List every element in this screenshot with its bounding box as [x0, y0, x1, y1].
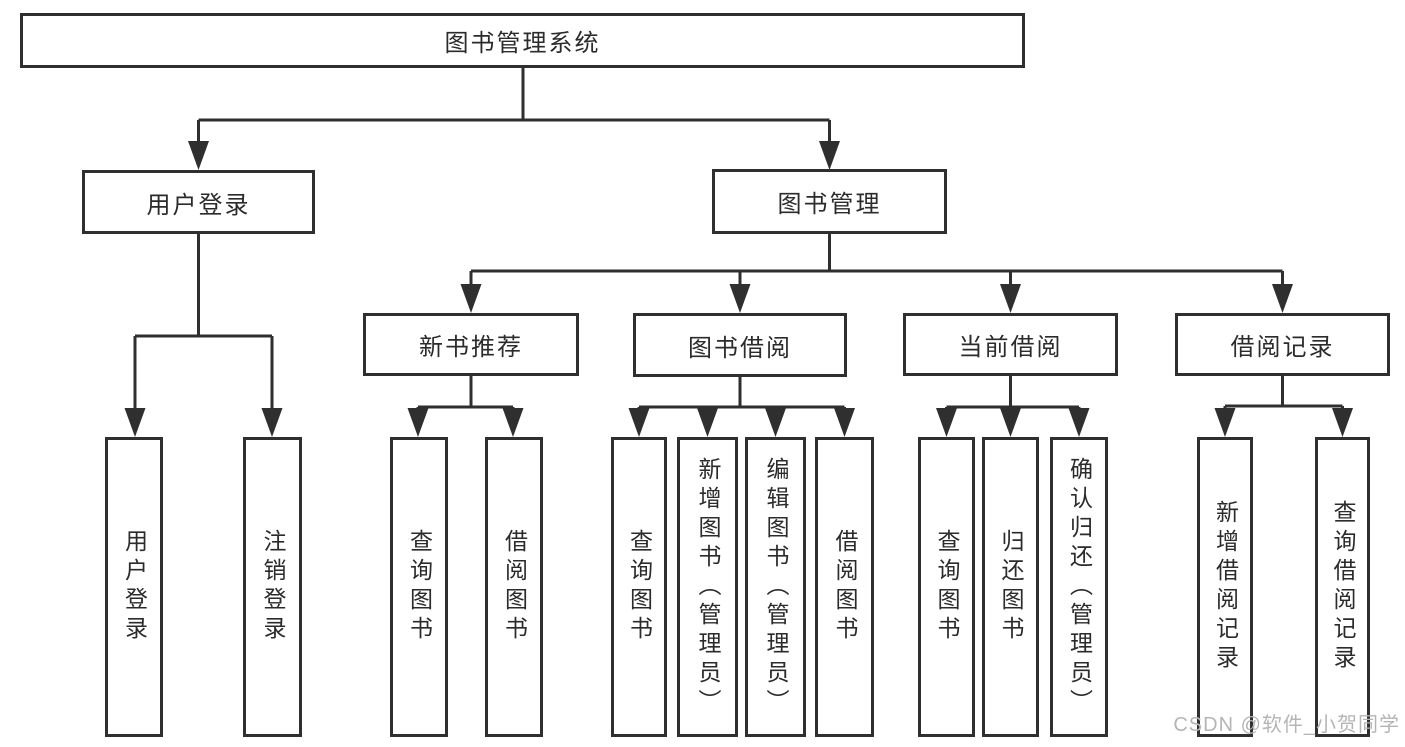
leaf-user-login: 用户登录: [105, 437, 163, 737]
node-user-login: 用户登录: [82, 170, 315, 234]
leaf-label: 新增图书（管理员）: [695, 456, 721, 718]
leaf-borrowing-borrow-books: 借阅图书: [815, 437, 874, 737]
node-borrowing-records: 借阅记录: [1175, 313, 1390, 376]
leaf-add-books-admin: 新增图书（管理员）: [677, 437, 738, 737]
arrowhead: [1272, 284, 1293, 313]
arrowhead: [1332, 408, 1353, 437]
leaf-borrowing-query-books: 查询图书: [611, 437, 667, 737]
leaf-label: 归还图书: [998, 529, 1024, 645]
node-label: 借阅记录: [1230, 334, 1335, 361]
leaf-label: 新增借阅记录: [1212, 500, 1239, 674]
leaf-query-borrow-record: 查询借阅记录: [1315, 437, 1370, 737]
arrowhead: [124, 408, 146, 437]
leaf-label: 借阅图书: [832, 529, 858, 645]
node-root-library-management-system: 图书管理系统: [20, 13, 1025, 68]
leaf-label: 查询图书: [406, 529, 433, 645]
node-new-book-recommend: 新书推荐: [363, 313, 579, 376]
arrowhead: [460, 284, 482, 313]
node-label: 图书借阅: [688, 334, 792, 362]
arrowhead: [1000, 408, 1021, 437]
leaf-recommend-query-books: 查询图书: [390, 437, 448, 737]
arrowhead: [407, 408, 429, 437]
leaf-edit-books-admin: 编辑图书（管理员）: [745, 437, 806, 737]
leaf-confirm-return-admin: 确认归还（管理员）: [1050, 437, 1108, 737]
leaf-label: 用户登录: [121, 529, 148, 645]
arrowhead: [1214, 408, 1236, 437]
leaf-recommend-borrow-books: 借阅图书: [485, 437, 543, 737]
csdn-watermark: CSDN @软件_小贺同学: [1173, 714, 1400, 736]
leaf-logout: 注销登录: [243, 437, 302, 737]
node-label: 新书推荐: [419, 334, 523, 361]
node-label: 当前借阅: [958, 334, 1063, 361]
leaf-current-query-books: 查询图书: [918, 437, 975, 737]
leaf-add-borrow-record: 新增借阅记录: [1197, 437, 1253, 737]
node-current-borrowing: 当前借阅: [903, 313, 1118, 376]
leaf-label: 查询图书: [626, 529, 653, 645]
arrowhead: [765, 408, 786, 437]
leaf-label: 借阅图书: [501, 529, 528, 645]
arrowhead: [936, 408, 957, 437]
arrowhead: [188, 141, 209, 170]
leaf-return-books: 归还图书: [982, 437, 1039, 737]
node-label: 图书管理: [777, 191, 882, 218]
arrowhead: [628, 408, 650, 437]
arrowhead: [261, 408, 283, 437]
arrowhead: [729, 284, 751, 313]
leaf-label: 确认归还（管理员）: [1066, 456, 1093, 718]
leaf-label: 注销登录: [260, 529, 286, 645]
node-label: 图书管理系统: [444, 30, 601, 57]
leaf-label: 编辑图书（管理员）: [763, 456, 789, 718]
node-book-management: 图书管理: [712, 169, 947, 234]
leaf-label: 查询图书: [934, 529, 960, 645]
arrowhead: [819, 141, 840, 170]
arrowhead: [1068, 408, 1090, 437]
arrowhead: [834, 408, 855, 437]
node-book-borrowing: 图书借阅: [633, 313, 847, 377]
arrowhead: [1000, 284, 1021, 313]
node-label: 用户登录: [146, 191, 251, 219]
arrowhead: [502, 408, 524, 437]
arrowhead: [697, 408, 718, 437]
leaf-label: 查询借阅记录: [1330, 500, 1356, 674]
